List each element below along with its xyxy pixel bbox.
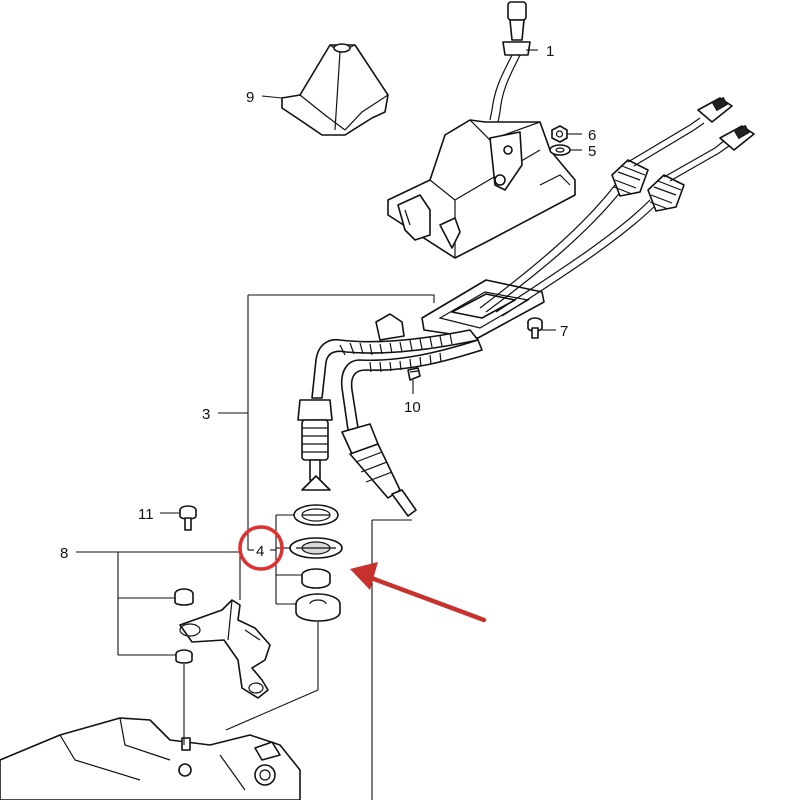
washer-part [549, 144, 571, 156]
leader-lines [76, 49, 582, 800]
cable-assembly-part [479, 96, 755, 317]
shift-boot-part [281, 43, 389, 136]
callout-5: 5 [588, 143, 596, 160]
cable-boot-upper-right [647, 174, 685, 212]
callout-3: 3 [202, 406, 210, 423]
shift-lever-part [489, 1, 531, 123]
cable-boot-upper-left [611, 159, 649, 197]
bushing-stack-part [289, 475, 343, 622]
cable-bracket-plate [421, 279, 545, 339]
cable-assembly-lower [297, 313, 483, 517]
callout-8: 8 [60, 545, 68, 562]
callout-4: 4 [256, 543, 264, 560]
highlight-annotation [238, 525, 487, 623]
clip-part [407, 367, 421, 381]
bolt-7-part [527, 317, 543, 339]
cable-connector-upper-right [719, 124, 755, 151]
callout-11: 11 [138, 506, 154, 523]
cable-end-right [341, 423, 417, 517]
highlight-arrow-head [350, 562, 378, 590]
cable-connector-upper-left [697, 96, 733, 123]
callout-labels: 1 3 4 5 6 7 8 9 10 11 [60, 43, 596, 562]
callout-9: 9 [246, 89, 254, 106]
nut-part [551, 125, 568, 143]
bolt-11-part [179, 505, 197, 531]
cable-end-left [297, 399, 333, 488]
transmission-housing-part [0, 717, 301, 801]
highlight-circle [238, 525, 284, 571]
callout-10: 10 [404, 399, 421, 416]
shifter-housing-part [387, 119, 576, 259]
callout-6: 6 [588, 127, 596, 144]
mount-bracket-part [174, 588, 271, 699]
callout-7: 7 [560, 323, 568, 340]
callout-1: 1 [546, 43, 554, 60]
highlight-arrow [363, 573, 487, 623]
